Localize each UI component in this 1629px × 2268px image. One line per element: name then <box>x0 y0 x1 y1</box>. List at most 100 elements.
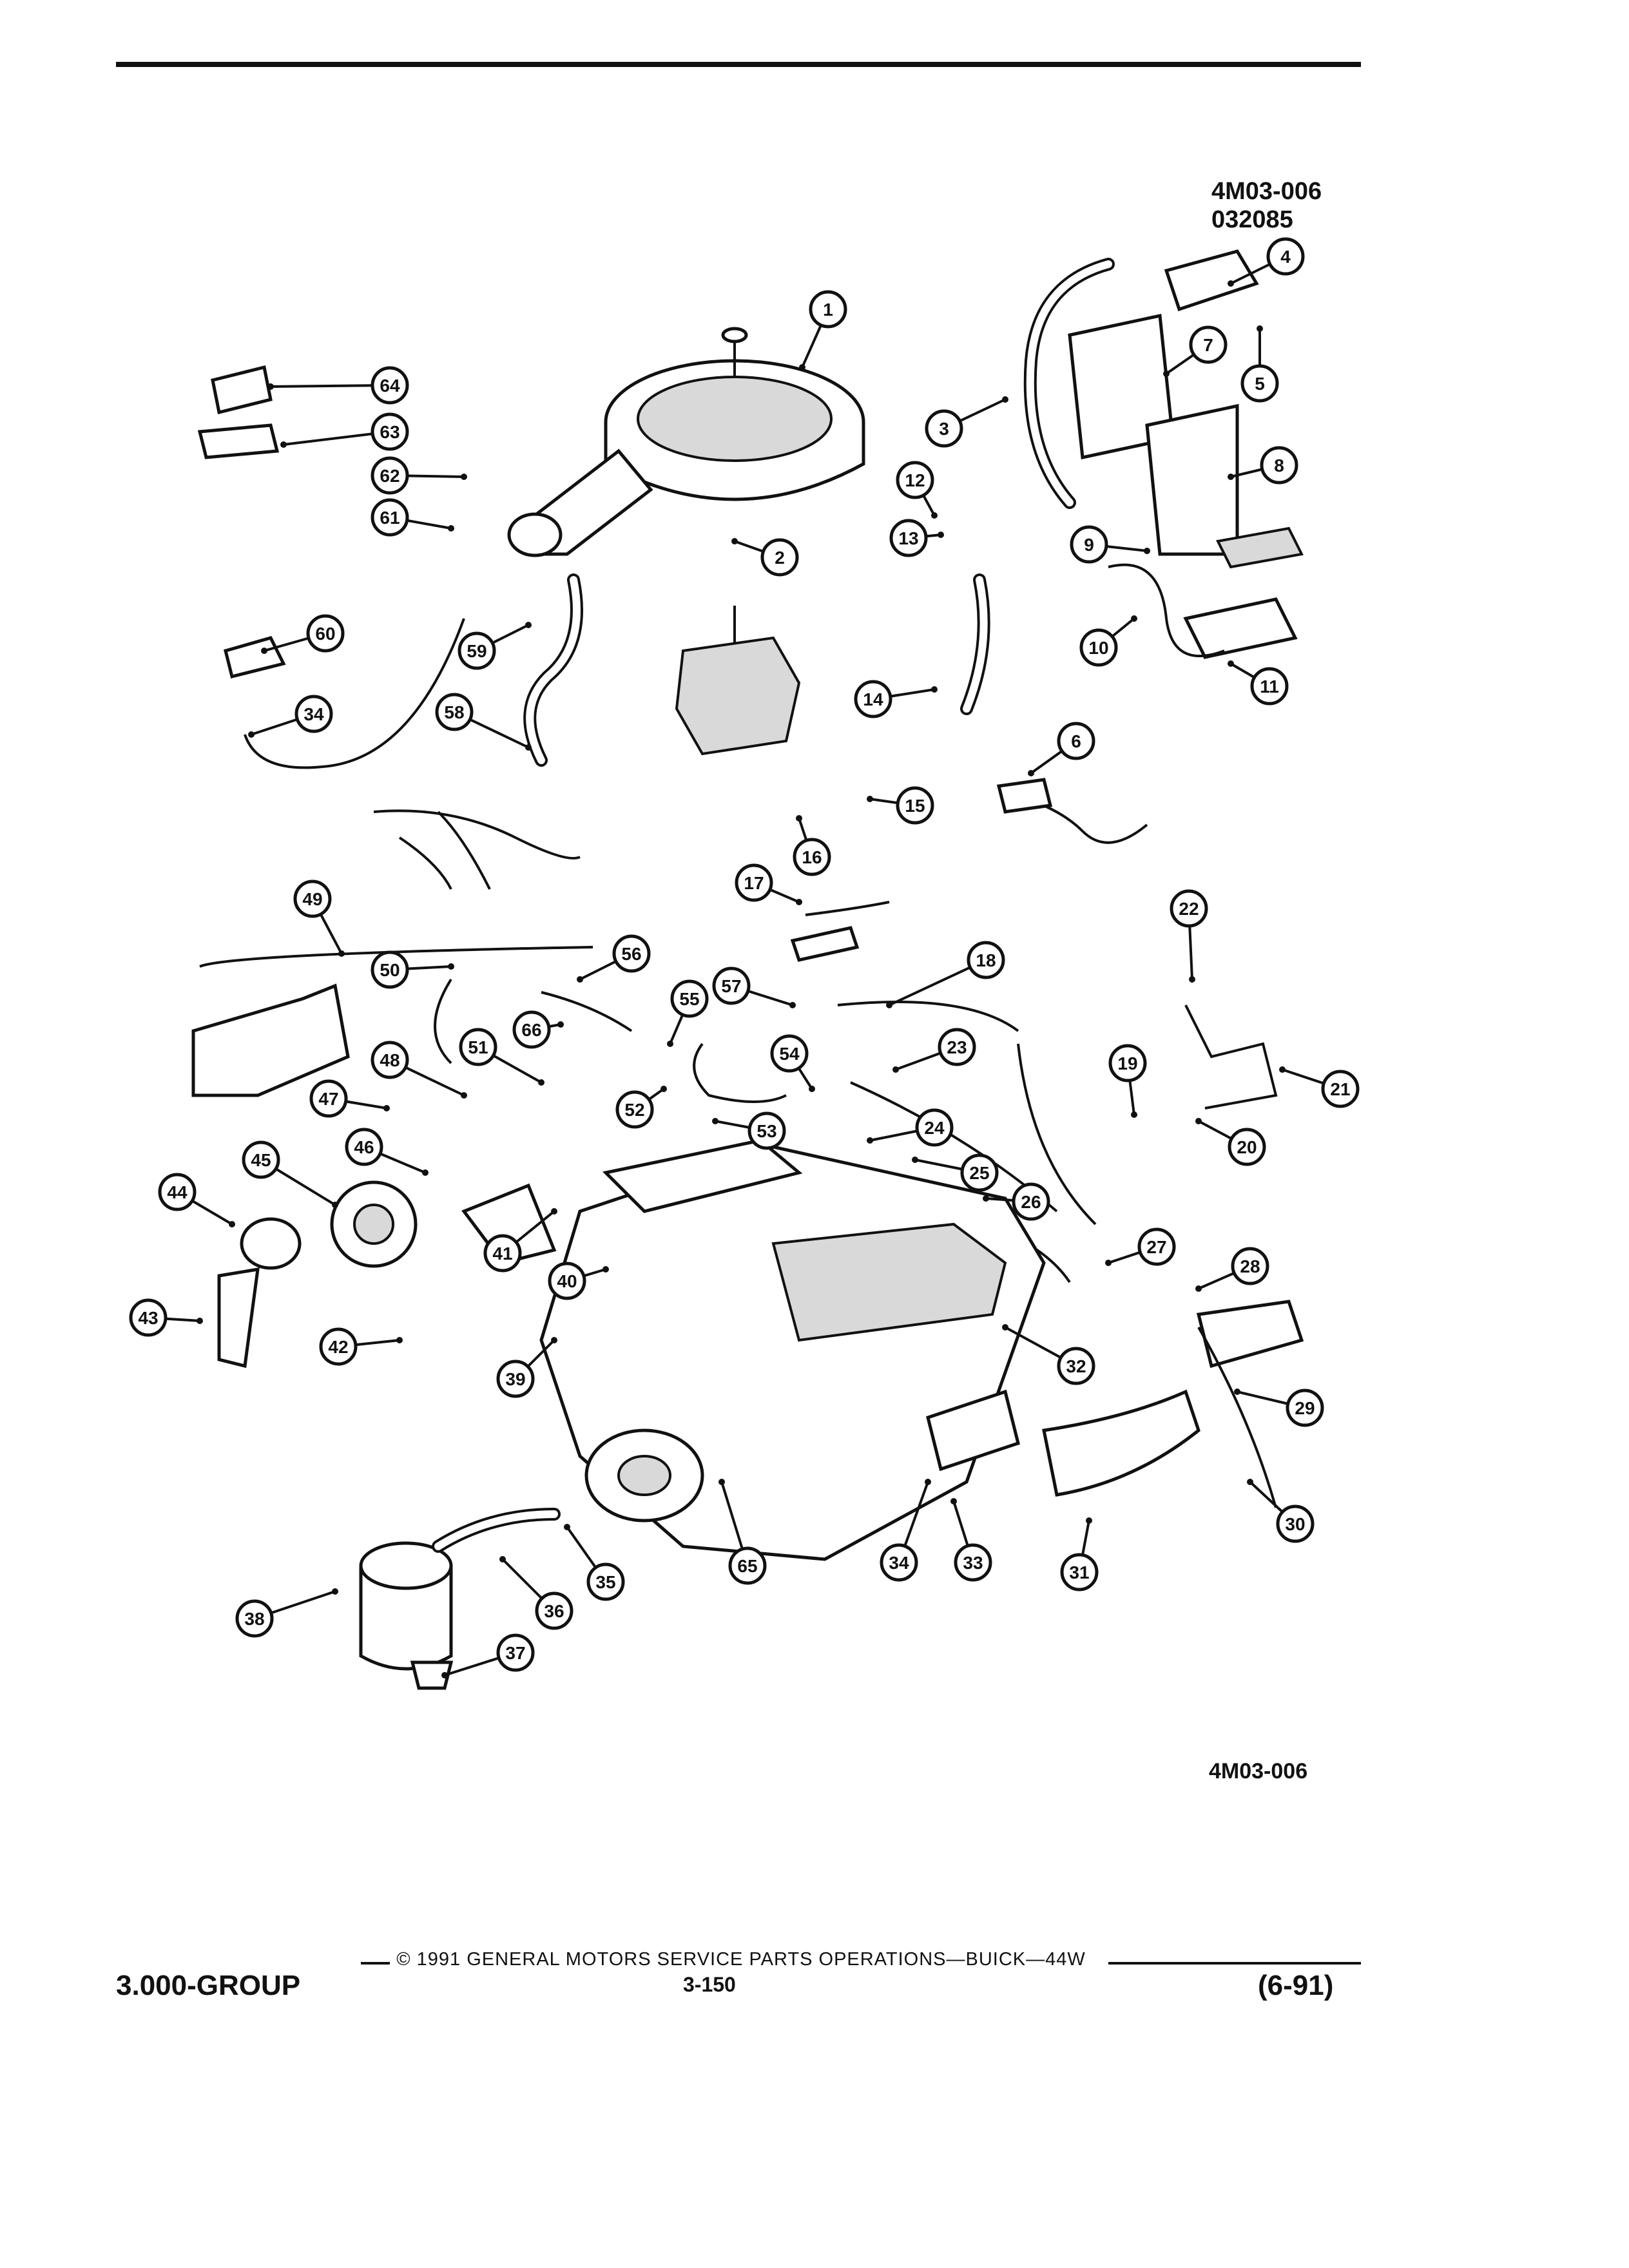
callout-56: 56 <box>612 934 651 973</box>
callout-57-number: 57 <box>721 976 741 996</box>
callout-43-number: 43 <box>138 1308 158 1328</box>
callout-5-arrowhead <box>1257 325 1263 332</box>
callout-39-number: 39 <box>505 1369 525 1389</box>
callout-30-arrowhead <box>1247 1479 1253 1485</box>
callout-25-number: 25 <box>969 1163 989 1183</box>
callout-11-number: 11 <box>1260 677 1279 697</box>
callout-31-circle <box>1060 1553 1099 1591</box>
callout-61-arrowhead <box>448 525 454 532</box>
callout-32-number: 32 <box>1066 1356 1086 1376</box>
callout-22: 22 <box>1170 889 1208 928</box>
callout-5-number: 5 <box>1255 374 1265 394</box>
callout-labels: 1234567891011121314151617181920212223242… <box>129 237 1360 1672</box>
callout-42-circle <box>319 1327 358 1366</box>
callout-21-circle <box>1321 1070 1360 1108</box>
callout-25: 25 <box>960 1153 999 1192</box>
callout-32-circle <box>1057 1347 1095 1385</box>
callout-58: 58 <box>435 693 474 731</box>
callout-24: 24 <box>915 1108 954 1147</box>
callout-54: 54 <box>770 1034 809 1073</box>
callout-17: 17 <box>735 863 773 902</box>
callout-30-circle <box>1276 1504 1315 1543</box>
callout-2-arrowhead <box>731 538 738 544</box>
callout-1: 1 <box>809 290 847 329</box>
callout-23-number: 23 <box>947 1037 967 1057</box>
callout-40: 40 <box>548 1262 586 1300</box>
callout-59-number: 59 <box>467 641 487 661</box>
callout-54-arrowhead <box>809 1086 815 1092</box>
engine-assembly <box>539 1139 1046 1561</box>
callout-48-circle <box>371 1041 409 1079</box>
footer-rule-right <box>1108 1962 1361 1965</box>
callout-15-number: 15 <box>905 796 925 816</box>
callout-34-arrowhead <box>925 1479 931 1485</box>
callout-55-number: 55 <box>679 989 699 1009</box>
callout-34: 34 <box>294 695 333 733</box>
callout-41-circle <box>483 1234 522 1273</box>
callout-64-arrowhead <box>267 383 274 390</box>
air-pump <box>217 1180 557 1369</box>
callout-49: 49 <box>293 879 332 918</box>
callout-47-number: 47 <box>318 1089 338 1109</box>
callout-62-arrowhead <box>461 474 467 480</box>
callout-16: 16 <box>793 838 831 876</box>
callout-7-circle <box>1189 325 1228 364</box>
callout-34-number: 34 <box>304 704 324 724</box>
callout-33-number: 33 <box>963 1553 983 1573</box>
callout-47-circle <box>309 1079 348 1118</box>
callout-20-number: 20 <box>1237 1137 1257 1157</box>
callout-45-circle <box>242 1140 280 1179</box>
illustration-date-code: 032085 <box>1211 206 1293 233</box>
callout-30-number: 30 <box>1285 1514 1305 1534</box>
callout-58-circle <box>435 693 474 731</box>
callout-11-arrowhead <box>1228 660 1234 667</box>
callout-22-circle <box>1170 889 1208 928</box>
callout-64-leader <box>270 384 390 388</box>
callout-64: 64 <box>371 366 409 405</box>
callout-61-circle <box>371 498 409 537</box>
callout-1-circle <box>809 290 847 329</box>
callout-20: 20 <box>1228 1128 1266 1166</box>
callout-21-arrowhead <box>1279 1066 1286 1073</box>
callout-6: 6 <box>1057 722 1095 760</box>
callout-27: 27 <box>1137 1227 1176 1266</box>
callout-18-circle <box>967 941 1005 979</box>
callout-45-arrowhead <box>332 1202 338 1208</box>
callout-53: 53 <box>747 1111 786 1150</box>
callout-36-arrowhead <box>499 1556 506 1562</box>
callout-63-circle <box>371 412 409 451</box>
callout-30: 30 <box>1276 1504 1315 1543</box>
callout-24-number: 24 <box>924 1118 945 1138</box>
callout-66-number: 66 <box>521 1020 541 1040</box>
callout-40-arrowhead <box>602 1266 609 1273</box>
callout-9-number: 9 <box>1084 535 1094 555</box>
callout-11: 11 <box>1250 667 1289 706</box>
callout-7-number: 7 <box>1203 335 1213 355</box>
figure-code: 4M03-006 <box>1209 1759 1308 1783</box>
callout-40-number: 40 <box>557 1271 577 1291</box>
callout-64-circle <box>371 366 409 405</box>
sensor-components <box>197 365 1053 962</box>
callout-56-number: 56 <box>621 944 641 964</box>
callout-62-number: 62 <box>380 466 400 486</box>
callout-20-arrowhead <box>1195 1118 1202 1124</box>
callout-13-circle <box>889 519 928 557</box>
callout-51-number: 51 <box>468 1037 488 1057</box>
callout-53-circle <box>747 1111 786 1150</box>
callout-31-number: 31 <box>1069 1562 1089 1582</box>
callout-16-number: 16 <box>802 847 822 867</box>
carburetor <box>675 606 801 756</box>
callout-35-number: 35 <box>595 1572 615 1592</box>
footer-rule-left <box>361 1962 390 1965</box>
callout-36-number: 36 <box>544 1601 564 1621</box>
callout-19: 19 <box>1108 1044 1147 1082</box>
callout-47: 47 <box>309 1079 348 1118</box>
callout-41-number: 41 <box>492 1244 512 1264</box>
callout-24-arrowhead <box>867 1137 873 1144</box>
callout-55-circle <box>670 979 709 1018</box>
callout-1-number: 1 <box>823 300 833 320</box>
electronic-control-module <box>1068 249 1304 659</box>
page-number: 3-150 <box>683 1973 736 1996</box>
callout-26-circle <box>1012 1182 1050 1221</box>
callout-60-number: 60 <box>315 624 335 644</box>
